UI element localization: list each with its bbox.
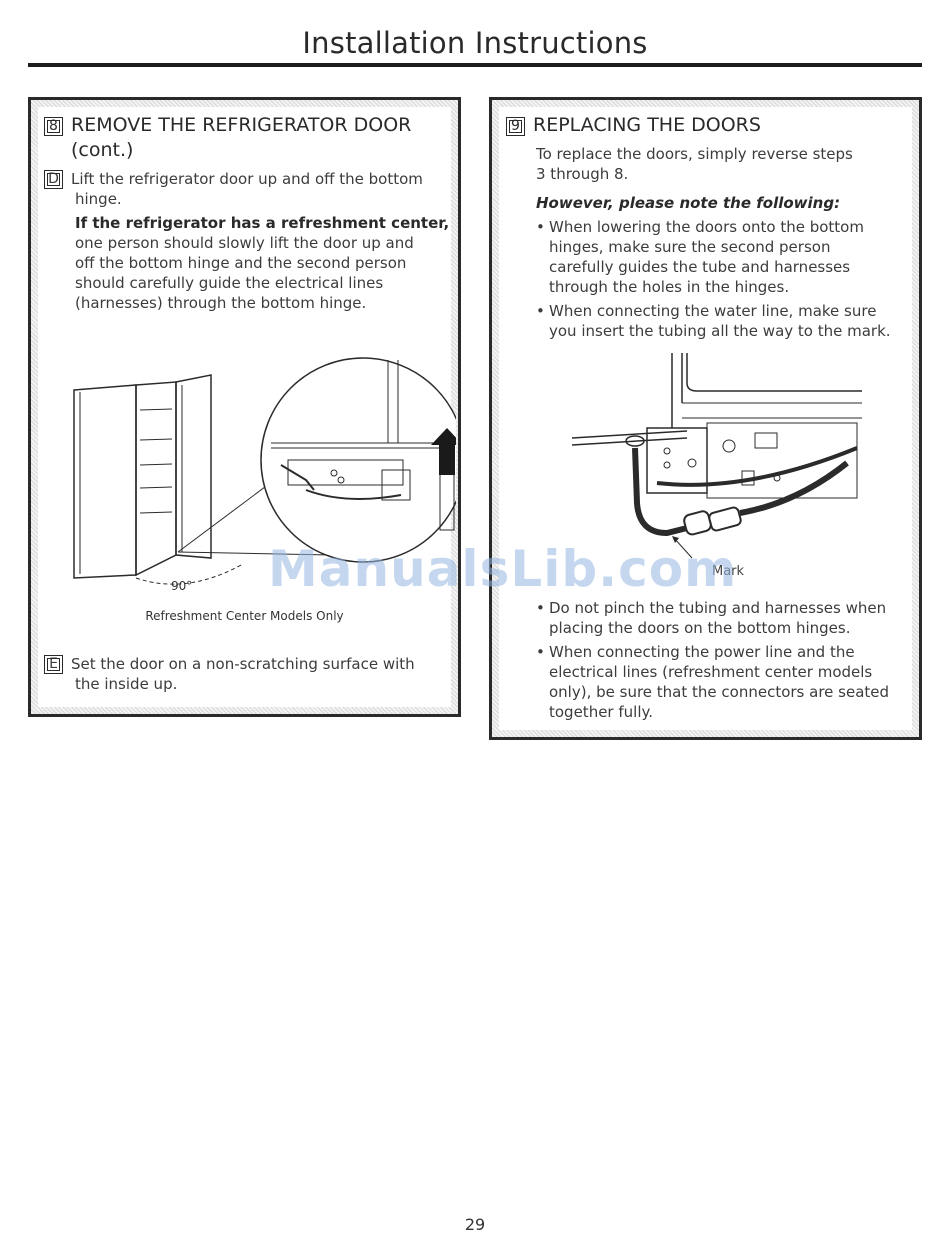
remove-door-heading: 8 REMOVE THE REFRIGERATOR DOOR [44,113,411,137]
mark-label: Mark [712,564,745,579]
harness-wire-icon [280,464,315,491]
note-heading: However, please note the following: [536,194,841,212]
step-d-letter-box: D [44,170,63,189]
step-number-box: 9 [506,117,525,136]
step-d-line5: should carefully guide the electrical li… [75,274,384,292]
refreshment-center-lead: If the refrigerator has a refreshment ce… [75,214,450,232]
figure-caption: Refreshment Center Models Only [145,609,344,623]
replacing-doors-panel: 9 REPLACING THE DOORS To replace the door… [489,97,922,740]
mark-pointer-line [673,537,693,559]
replacing-bullets-lower: Do not pinch the tubing and harnesses wh… [536,598,916,722]
fridge-interior-icon [135,381,177,577]
step-d-line6: (harnesses) through the bottom hinge. [75,294,367,312]
intro-line2: 3 through 8. [536,165,629,183]
water-line-illustration: Mark [571,353,862,579]
door-removal-illustration: 90° [73,357,456,593]
open-door-icon [175,374,212,559]
bullet4-line1: When connecting the power line and the [549,643,855,661]
step-d-text: D Lift the refrigerator door up and off t… [44,169,423,189]
step-number-box: 8 [44,117,63,136]
step-d-line2: hinge. [75,190,122,208]
tube-collar-icon [625,435,645,447]
bullet-pinch-tubing: Do not pinch the tubing and harnesses wh… [536,598,916,638]
door-bottom-edge [571,430,688,439]
page-title: Installation Instructions [302,26,648,60]
step-e-text: E Set the door on a non-scratching surfac… [44,654,415,674]
intro-line1: To replace the doors, simply reverse ste… [536,145,853,163]
step-d-line4: off the bottom hinge and the second pers… [75,254,407,272]
replacing-doors-title: REPLACING THE DOORS [533,114,761,136]
hinge-bracket-icon [381,469,411,501]
step-d-line1: Lift the refrigerator door up and off th… [71,170,423,188]
bullet2-line1: When connecting the water line, make sur… [549,302,877,320]
step-e-line2: the inside up. [75,675,178,693]
bullet2-line2: you insert the tubing all the way to the… [549,322,891,340]
bullet4-line4: together fully. [549,703,653,721]
replacing-intro: To replace the doors, simply reverse ste… [536,144,916,341]
hinge-plate-icon [287,459,404,486]
electrical-harness-icon [656,446,858,487]
step-e-line1: Set the door on a non-scratching surface… [71,655,415,673]
replacing-doors-heading: 9 REPLACING THE DOORS [506,113,761,137]
quick-connect-icon [683,510,712,536]
connector-icon [754,432,778,449]
bullet1-line1: When lowering the doors onto the bottom [549,218,864,236]
fridge-body-icon [73,384,137,579]
angle-label: 90° [171,579,192,593]
bullet3-line1: Do not pinch the tubing and harnesses wh… [549,599,887,617]
step-e-letter-box: E [44,655,63,674]
remove-door-heading-line1: REMOVE THE REFRIGERATOR DOOR [71,114,412,136]
watermark: ManualsLib.com [268,540,738,598]
door-swing-arc [135,564,242,585]
bullet-lowering-doors: When lowering the doors onto the bottom … [536,217,916,297]
bullet1-line4: through the holes in the hinges. [549,278,790,296]
hinge-plate-icon [706,422,858,499]
bullet1-line2: hinges, make sure the second person [549,238,831,256]
bullet-water-line: When connecting the water line, make sur… [536,301,916,341]
bullet4-line3: only), be sure that the connectors are s… [549,683,890,701]
bullet4-line2: electrical lines (refreshment center mod… [549,663,873,681]
bullet-power-line: When connecting the power line and the e… [536,642,916,722]
page-number: 29 [464,1215,486,1234]
bullet3-line2: placing the doors on the bottom hinges. [549,619,851,637]
step-d-line3: one person should slowly lift the door u… [75,234,414,252]
title-divider [28,63,922,67]
bullet1-line3: carefully guides the tube and harnesses [549,258,851,276]
step-d-body: hinge. If the refrigerator has a refresh… [75,189,450,313]
remove-door-heading-line2: (cont.) [71,139,134,161]
lift-up-arrow-icon [431,428,456,475]
